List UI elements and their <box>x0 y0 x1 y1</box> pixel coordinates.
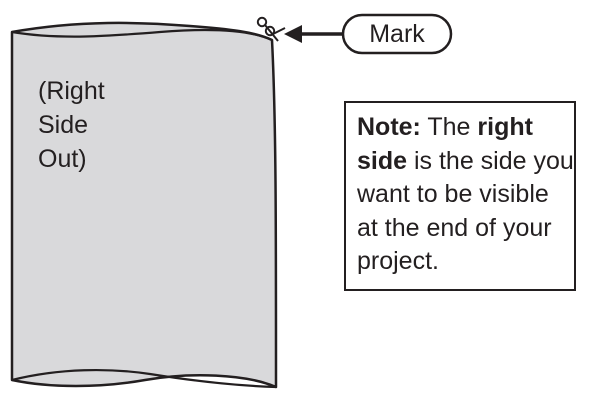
fabric-side-label: (Right Side Out) <box>38 74 105 176</box>
note-lead: Note: <box>357 113 421 141</box>
fabric-label-line: (Right <box>38 74 105 108</box>
mark-label: Mark <box>343 15 451 53</box>
mark-arrow <box>284 25 343 43</box>
note-text: The <box>421 113 478 141</box>
fabric-label-line: Out) <box>38 142 105 176</box>
note-emphasis: side <box>357 147 407 175</box>
fabric-label-line: Side <box>38 108 105 142</box>
note-emphasis: right <box>477 113 533 141</box>
note-box: Note: The right side is the side you wan… <box>344 101 576 291</box>
